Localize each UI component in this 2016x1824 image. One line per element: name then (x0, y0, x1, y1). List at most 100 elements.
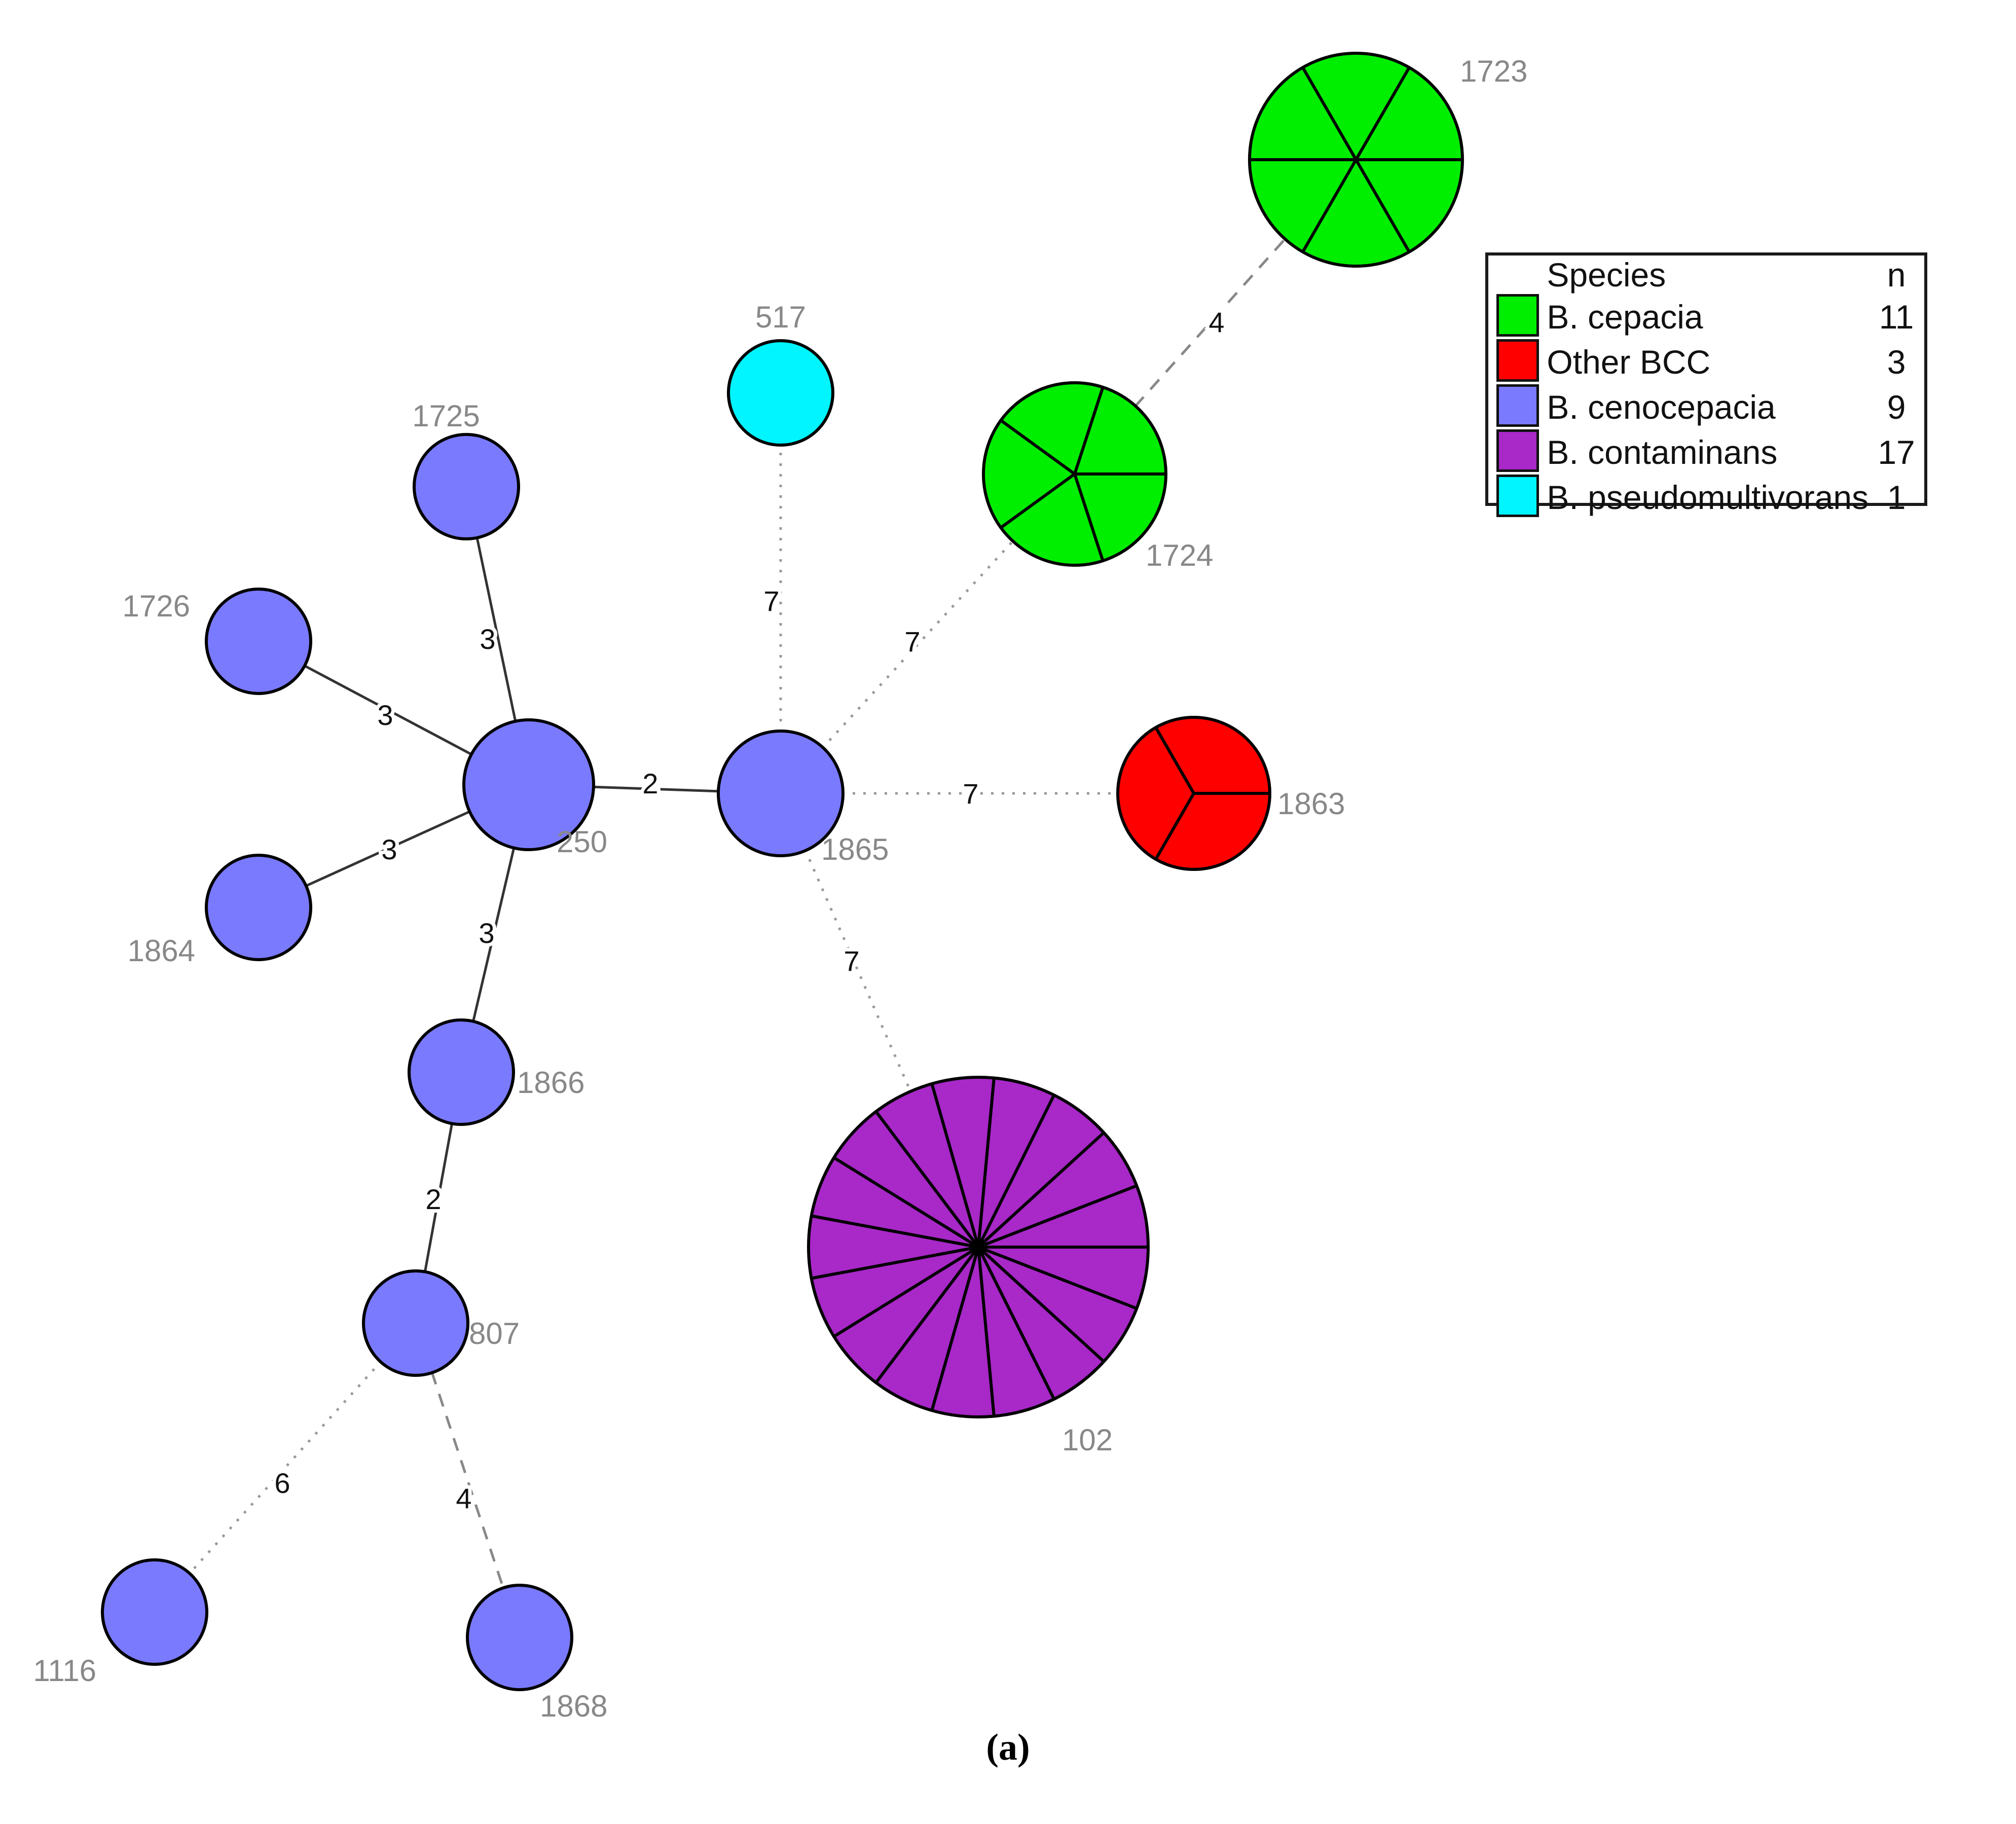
node-slice-divider (977, 1079, 996, 1248)
edge-weight-807-1116: 6 (274, 1467, 290, 1499)
node-slice-divider (977, 1246, 1055, 1399)
node-label-102: 102 (1062, 1423, 1113, 1457)
edge-weight-1866-250: 3 (479, 917, 494, 949)
node-label-1865: 1865 (821, 832, 889, 866)
node-slice-divider (813, 1246, 979, 1280)
edge-1865-1724 (821, 539, 1015, 749)
legend-color-swatch (1496, 475, 1539, 517)
node-1865[interactable] (717, 729, 845, 857)
node-circle-1866 (408, 1018, 515, 1126)
node-label-1868: 1868 (540, 1689, 607, 1723)
node-label-1864: 1864 (128, 934, 195, 968)
node-label-1725: 1725 (412, 399, 480, 433)
edge-250-1865 (592, 785, 720, 793)
legend-count-value: 9 (1887, 388, 1906, 426)
node-slice-divider (1155, 792, 1195, 859)
node-1868[interactable] (466, 1584, 573, 1691)
edge-1725-250 (475, 536, 517, 723)
legend-header-row: Species n (1488, 256, 1924, 294)
edge-1724-1723 (1133, 237, 1287, 408)
node-circle-807 (362, 1269, 469, 1377)
node-slice-divider (977, 1247, 996, 1415)
legend-species-label: B. contaminans (1547, 433, 1778, 471)
node-slice-divider (1302, 68, 1358, 161)
edge-1864-250 (304, 810, 471, 888)
node-1864[interactable] (205, 854, 312, 961)
edge-1866-250 (471, 847, 516, 1023)
node-slice-divider (977, 1246, 1104, 1362)
node-1725[interactable] (413, 433, 520, 540)
legend-swatch-cell (1488, 384, 1547, 429)
node-slice-divider (1001, 472, 1076, 528)
node-label-250: 250 (557, 825, 607, 859)
node-slice-divider (1073, 473, 1104, 560)
legend-header-swatch-spacer (1488, 256, 1547, 294)
node-slice-divider (1073, 388, 1104, 475)
node-layer (101, 52, 1464, 1691)
node-label-1866: 1866 (517, 1066, 584, 1100)
node-slice-divider (813, 1215, 979, 1249)
node-slice-divider (1001, 420, 1076, 476)
edge-weight-807-1868: 4 (456, 1482, 471, 1514)
node-slice-divider (977, 1133, 1104, 1249)
node-label-1723: 1723 (1460, 54, 1527, 88)
legend-species-label: Other BCC (1547, 343, 1711, 381)
node-slice-divider (1354, 68, 1410, 161)
node-1863[interactable] (1116, 716, 1271, 871)
node-slice-divider (834, 1246, 979, 1337)
edge-weight-250-1865: 2 (642, 768, 658, 799)
legend-row-1: Other BCC 3 (1488, 339, 1924, 384)
node-1724[interactable] (982, 381, 1167, 567)
edge-weight-1724-1723: 4 (1208, 306, 1224, 338)
node-label-1724: 1724 (1146, 538, 1213, 572)
node-slice-divider (931, 1247, 980, 1410)
edge-layer (188, 237, 1287, 1589)
node-517[interactable] (727, 339, 834, 447)
edge-1866-807 (423, 1122, 454, 1273)
edge-weight-1865-102: 7 (844, 945, 859, 977)
legend-species-label: B. pseudomultivorans (1547, 478, 1869, 516)
node-label-1116: 1116 (33, 1654, 96, 1688)
legend-swatch-cell (1488, 339, 1547, 384)
node-250[interactable] (462, 718, 595, 851)
legend-count-value: 11 (1879, 298, 1914, 336)
legend-color-swatch (1496, 339, 1539, 382)
node-circle-517 (727, 339, 834, 447)
node-label-layer: 1723172451718631021865250172517261864186… (33, 54, 1527, 1723)
legend-swatch-cell (1488, 475, 1547, 520)
edge-1726-250 (303, 664, 473, 756)
node-807[interactable] (362, 1269, 469, 1377)
node-1116[interactable] (101, 1558, 208, 1666)
node-1866[interactable] (408, 1018, 515, 1126)
node-label-1726: 1726 (123, 589, 190, 623)
edge-1865-102 (804, 849, 912, 1093)
legend-count-value: 3 (1887, 343, 1906, 381)
node-circle-1725 (413, 433, 520, 540)
node-slice-divider (977, 1096, 1055, 1248)
node-slice-divider (1155, 728, 1195, 794)
node-1726[interactable] (205, 588, 312, 695)
edge-weight-1866-807: 2 (425, 1183, 441, 1215)
node-circle-1865 (717, 729, 845, 857)
edge-weight-1865-517: 7 (763, 585, 779, 617)
legend-color-swatch (1496, 384, 1539, 427)
legend-species-label: B. cepacia (1547, 298, 1703, 336)
node-slice-divider (931, 1084, 980, 1248)
edge-weight-1725-250: 3 (480, 623, 495, 655)
node-slice-divider (875, 1112, 980, 1248)
node-circle-1726 (205, 588, 312, 695)
node-1723[interactable] (1248, 52, 1464, 268)
legend-count-value: 17 (1878, 433, 1915, 471)
node-102[interactable] (807, 1076, 1150, 1418)
edge-weight-1726-250: 3 (377, 699, 393, 731)
edge-807-1868 (430, 1371, 505, 1589)
node-slice-divider (977, 1246, 1136, 1309)
legend-row-3: B. contaminans 17 (1488, 429, 1924, 475)
node-label-807: 807 (469, 1317, 520, 1351)
